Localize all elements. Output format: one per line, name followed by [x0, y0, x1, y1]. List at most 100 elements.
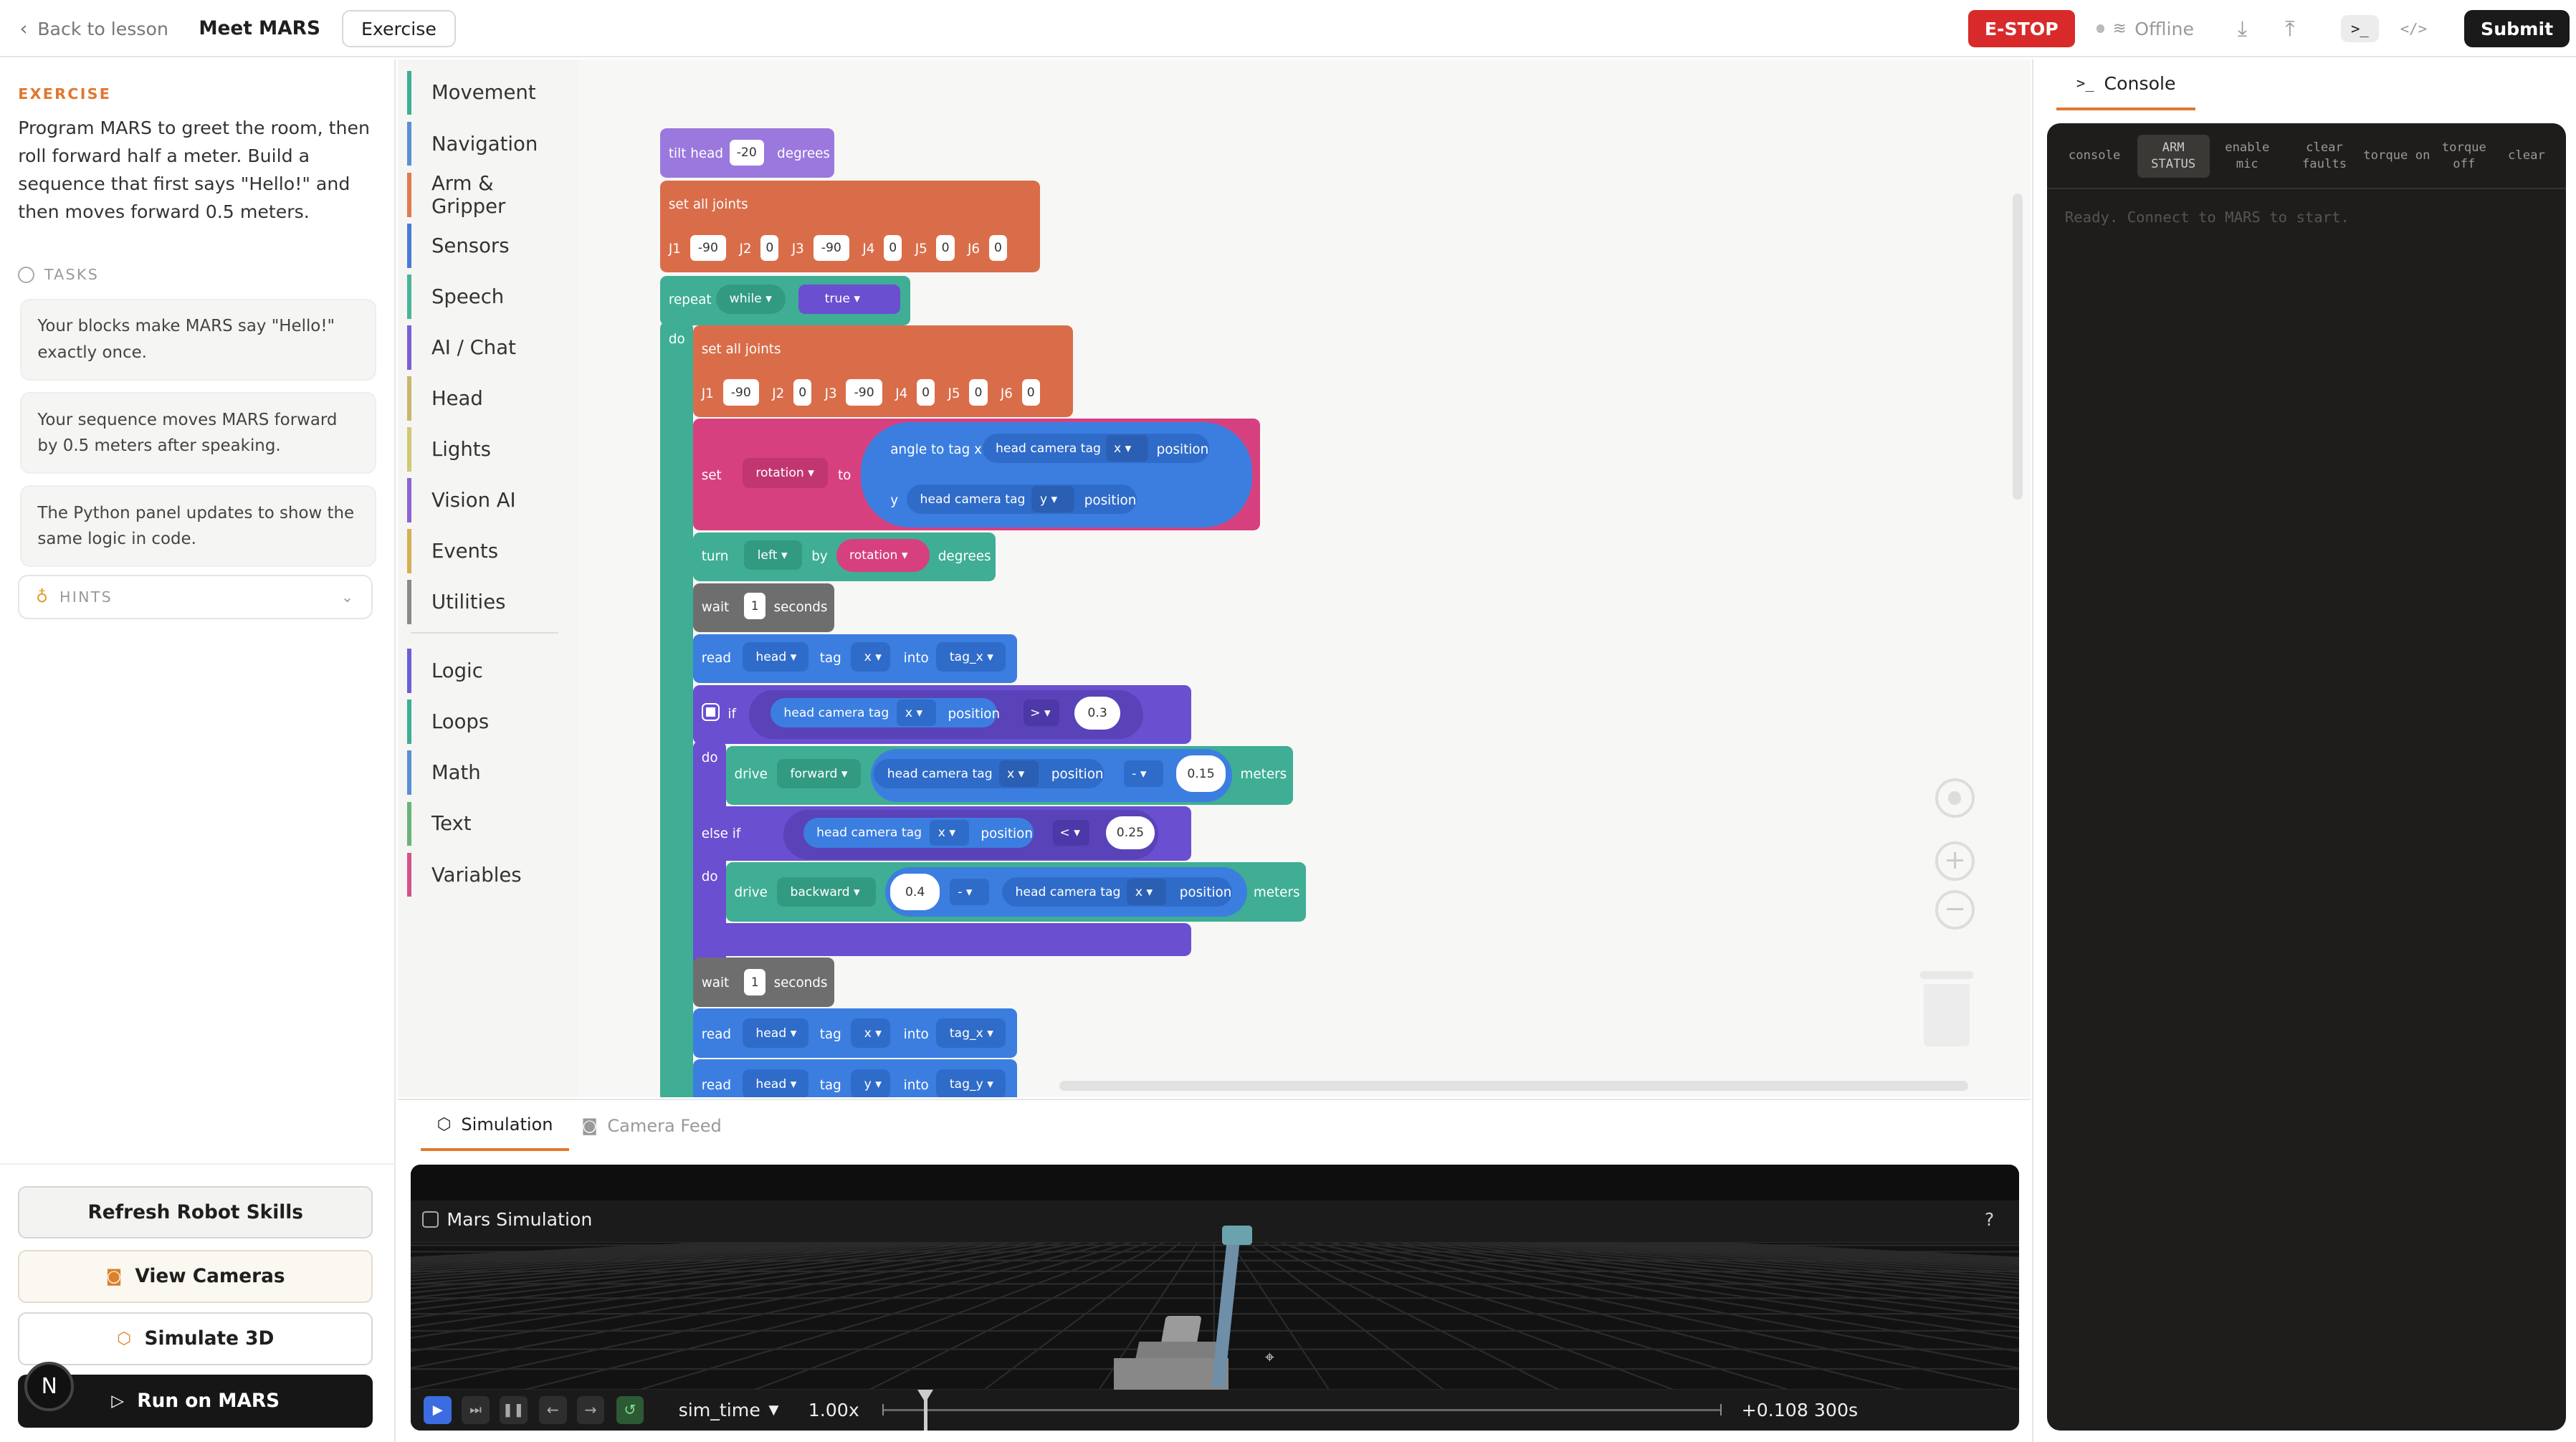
wait-value[interactable]: 1: [744, 593, 766, 620]
joint-value-input[interactable]: 0: [969, 379, 988, 406]
play-icon[interactable]: ▶: [424, 1395, 452, 1424]
category-math[interactable]: Math: [407, 750, 571, 796]
head-camera-tag-block[interactable]: head camera tag: [982, 434, 1209, 464]
joint-value-input[interactable]: 0: [1021, 379, 1040, 406]
category-head[interactable]: Head: [407, 376, 571, 421]
category-utilities[interactable]: Utilities: [407, 580, 571, 624]
axis-dropdown[interactable]: x ▾: [1105, 435, 1149, 462]
category-vision-ai[interactable]: Vision AI: [407, 477, 571, 522]
loop-icon[interactable]: ↺: [616, 1395, 644, 1424]
horizontal-scrollbar[interactable]: [1059, 1081, 1968, 1091]
zoom-in-icon[interactable]: +: [1935, 841, 1975, 881]
refresh-skills-button[interactable]: Refresh Robot Skills: [18, 1185, 373, 1239]
arrow-right-icon[interactable]: →: [576, 1395, 605, 1424]
run-on-mars-button[interactable]: ▷Run on MARS: [18, 1375, 373, 1428]
head-camera-tag-block[interactable]: head camera tag: [803, 818, 1034, 848]
axis-dropdown[interactable]: y ▾: [1031, 486, 1075, 513]
axis-dropdown[interactable]: x ▾: [998, 760, 1039, 787]
joint-value-input[interactable]: 0: [884, 234, 902, 262]
estop-button[interactable]: E-STOP: [1967, 0, 2075, 57]
hints-toggle[interactable]: ♁ HINTS ⌄: [18, 575, 373, 620]
joint-value-input[interactable]: -90: [690, 234, 727, 262]
operator-dropdown[interactable]: - ▾: [1123, 760, 1163, 787]
category-loops[interactable]: Loops: [407, 699, 571, 745]
joint-value-input[interactable]: 0: [988, 234, 1008, 262]
axis-dropdown[interactable]: y ▾: [851, 1069, 891, 1098]
axis-dropdown[interactable]: x ▾: [897, 699, 937, 727]
category-text[interactable]: Text: [407, 801, 571, 846]
trash-icon[interactable]: [1920, 970, 1973, 1047]
camera-dropdown[interactable]: head ▾: [743, 642, 808, 672]
joint-value-input[interactable]: -90: [846, 379, 882, 406]
timeline-track[interactable]: [882, 1409, 1720, 1411]
while-dropdown[interactable]: while ▾: [716, 284, 786, 314]
tab-console[interactable]: >_ Console: [2056, 59, 2196, 110]
number-input[interactable]: 0.15: [1176, 755, 1226, 792]
true-dropdown[interactable]: true ▾: [798, 284, 901, 314]
console-toggle-button[interactable]: >_: [2341, 0, 2379, 57]
number-input[interactable]: 0.25: [1105, 816, 1155, 849]
step-forward-icon[interactable]: ⏭: [462, 1395, 490, 1424]
camera-dropdown[interactable]: head ▾: [743, 1018, 808, 1049]
head-camera-tag-block[interactable]: head camera tag: [1002, 877, 1233, 907]
category-ai-chat[interactable]: AI / Chat: [407, 325, 571, 370]
zoom-out-icon[interactable]: −: [1935, 890, 1975, 930]
back-link[interactable]: ‹ Back to lesson: [20, 0, 168, 57]
direction-dropdown[interactable]: backward ▾: [777, 877, 876, 907]
axis-dropdown[interactable]: x ▾: [930, 819, 970, 846]
rotation-var-dropdown[interactable]: rotation ▾: [743, 458, 829, 488]
vertical-scrollbar[interactable]: [2012, 194, 2023, 500]
head-camera-tag-block[interactable]: head camera tag: [874, 758, 1105, 789]
submit-button[interactable]: Submit: [2464, 0, 2570, 57]
category-events[interactable]: Events: [407, 529, 571, 573]
head-camera-tag-block[interactable]: head camera tag: [770, 698, 998, 728]
joint-value-input[interactable]: 0: [793, 379, 812, 406]
variable-dropdown[interactable]: tag_y ▾: [936, 1069, 1006, 1098]
console-torque-off-button[interactable]: torque off: [2441, 140, 2486, 171]
direction-dropdown[interactable]: forward ▾: [777, 758, 862, 789]
category-lights[interactable]: Lights: [407, 426, 571, 472]
tilt-value[interactable]: -20: [729, 139, 764, 166]
simulate-3d-button[interactable]: ⬡Simulate 3D: [18, 1312, 373, 1365]
console-terminal[interactable]: console ARM STATUS enable mic clear faults t…: [2046, 123, 2566, 1431]
console-clear-button[interactable]: clear: [2508, 148, 2545, 163]
joint-value-input[interactable]: 0: [760, 234, 779, 262]
operator-dropdown[interactable]: > ▾: [1023, 699, 1060, 727]
axis-dropdown[interactable]: x ▾: [851, 1018, 891, 1049]
number-input[interactable]: 0.4: [890, 874, 940, 910]
number-input[interactable]: 0.3: [1074, 696, 1121, 730]
operator-dropdown[interactable]: < ▾: [1053, 819, 1089, 846]
console-arm-status-button[interactable]: ARM STATUS: [2137, 134, 2210, 178]
category-arm-gripper[interactable]: Arm & Gripper: [407, 172, 571, 218]
variable-dropdown[interactable]: tag_x ▾: [936, 642, 1006, 672]
category-speech[interactable]: Speech: [407, 274, 571, 319]
console-clear-faults-button[interactable]: clear faults: [2301, 140, 2347, 171]
rotation-variable[interactable]: rotation ▾: [836, 538, 930, 572]
operator-dropdown[interactable]: - ▾: [949, 879, 989, 905]
joint-value-input[interactable]: -90: [722, 379, 759, 406]
category-logic[interactable]: Logic: [407, 649, 571, 694]
recenter-icon[interactable]: [1935, 778, 1975, 818]
speed-label[interactable]: 1.00x: [808, 1399, 859, 1420]
head-camera-tag-block[interactable]: head camera tag: [907, 484, 1137, 515]
mode-tab[interactable]: Exercise: [341, 0, 457, 57]
time-source-select[interactable]: sim_time ▼: [679, 1400, 779, 1420]
simulation-viewport[interactable]: Mars Simulation ? ⌖ ▶ ⏭ ❚❚ ← → ↺ sim_tim…: [411, 1164, 2019, 1431]
console-enable-mic-button[interactable]: enable mic: [2225, 140, 2270, 171]
variable-dropdown[interactable]: tag_x ▾: [936, 1018, 1006, 1049]
console-console-button[interactable]: console: [2068, 148, 2121, 163]
view-cameras-button[interactable]: ◙View Cameras: [18, 1250, 373, 1303]
code-icon[interactable]: </>: [2400, 20, 2427, 38]
download-icon[interactable]: ⤓: [2237, 16, 2247, 42]
tab-simulation[interactable]: ⬡ Simulation: [420, 1100, 570, 1152]
joint-value-input[interactable]: 0: [916, 379, 935, 406]
category-variables[interactable]: Variables: [407, 852, 571, 897]
arrow-left-icon[interactable]: ←: [538, 1395, 567, 1424]
category-movement[interactable]: Movement: [407, 70, 571, 115]
category-sensors[interactable]: Sensors: [407, 223, 571, 268]
console-torque-on-button[interactable]: torque on: [2363, 148, 2430, 163]
category-navigation[interactable]: Navigation: [407, 121, 571, 166]
blocks-workspace[interactable]: tilt head -20 degrees set all joints rep…: [578, 59, 2031, 1098]
help-icon[interactable]: ?: [1984, 1208, 1995, 1230]
axis-dropdown[interactable]: x ▾: [851, 642, 891, 672]
